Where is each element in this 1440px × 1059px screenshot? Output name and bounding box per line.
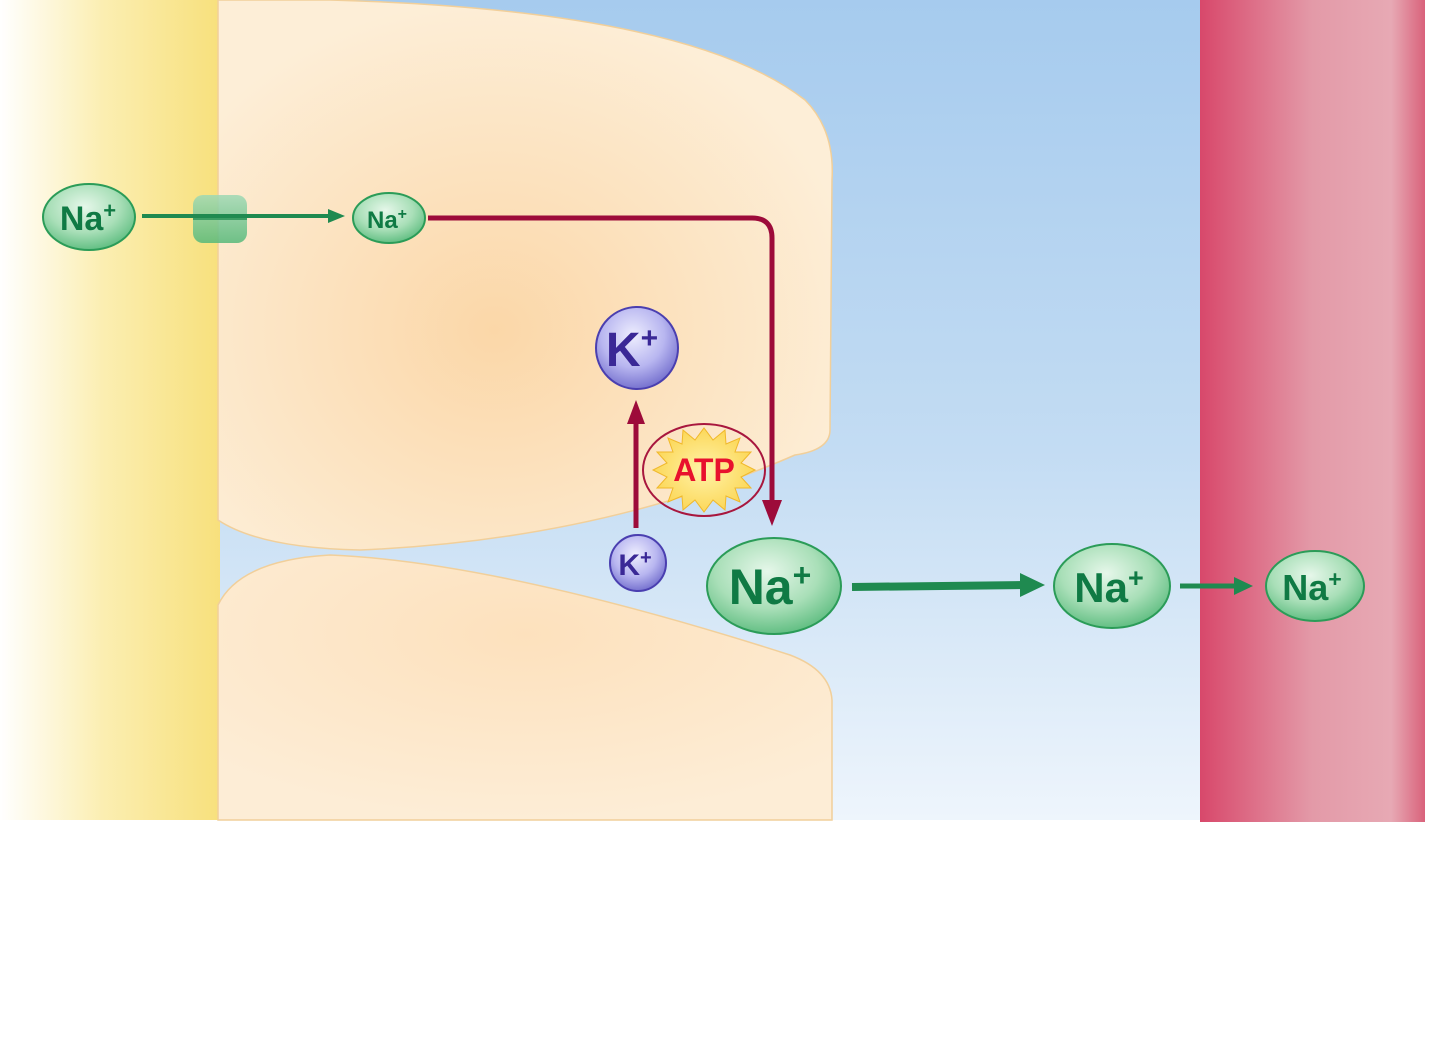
charge-symbol: + xyxy=(398,206,407,223)
k-symbol: K xyxy=(618,549,640,582)
charge-symbol: + xyxy=(103,198,116,223)
na-to-blood-arrow xyxy=(1180,577,1253,595)
atp-energy-badge: ATP xyxy=(642,423,766,517)
charge-symbol: + xyxy=(1128,563,1144,593)
svg-text:Na+: Na+ xyxy=(367,206,407,234)
na-ion-interstitial: Na+ xyxy=(1053,543,1171,629)
charge-symbol: + xyxy=(793,557,812,593)
tubule-epithelial-cell-lower xyxy=(217,554,833,821)
na-ion-lumen: Na+ xyxy=(42,183,136,251)
tubule-lumen xyxy=(0,0,230,820)
na-ion-blood: Na+ xyxy=(1265,550,1365,622)
na-efflux-arrow xyxy=(851,573,1045,597)
na-transport-arrow xyxy=(428,215,782,526)
sodium-channel xyxy=(193,195,247,243)
k-uptake-arrow xyxy=(627,400,645,528)
tubule-epithelial-cell-upper xyxy=(217,0,834,551)
peritubular-capillary xyxy=(1200,0,1425,822)
svg-text:Na+: Na+ xyxy=(729,557,812,615)
atp-label: ATP xyxy=(673,452,735,488)
k-symbol: K xyxy=(606,324,641,377)
na-symbol: Na xyxy=(367,207,398,234)
k-ion-cell: K+ xyxy=(595,306,679,390)
na-ion-pumped: Na+ xyxy=(706,537,842,635)
svg-text:K+: K+ xyxy=(606,322,658,377)
k-ion-interstitial: K+ xyxy=(609,534,667,592)
svg-text:K+: K+ xyxy=(618,547,651,582)
svg-text:Na+: Na+ xyxy=(60,198,116,238)
na-symbol: Na xyxy=(1282,567,1329,608)
na-symbol: Na xyxy=(729,559,794,615)
na-ion-cell: Na+ xyxy=(352,192,426,244)
svg-text:Na+: Na+ xyxy=(1074,563,1143,611)
svg-text:Na+: Na+ xyxy=(1282,566,1341,608)
charge-symbol: + xyxy=(640,547,652,569)
na-symbol: Na xyxy=(1074,564,1128,611)
na-symbol: Na xyxy=(60,200,105,238)
na-entry-arrow xyxy=(142,209,345,223)
charge-symbol: + xyxy=(641,322,659,355)
charge-symbol: + xyxy=(1328,566,1341,592)
